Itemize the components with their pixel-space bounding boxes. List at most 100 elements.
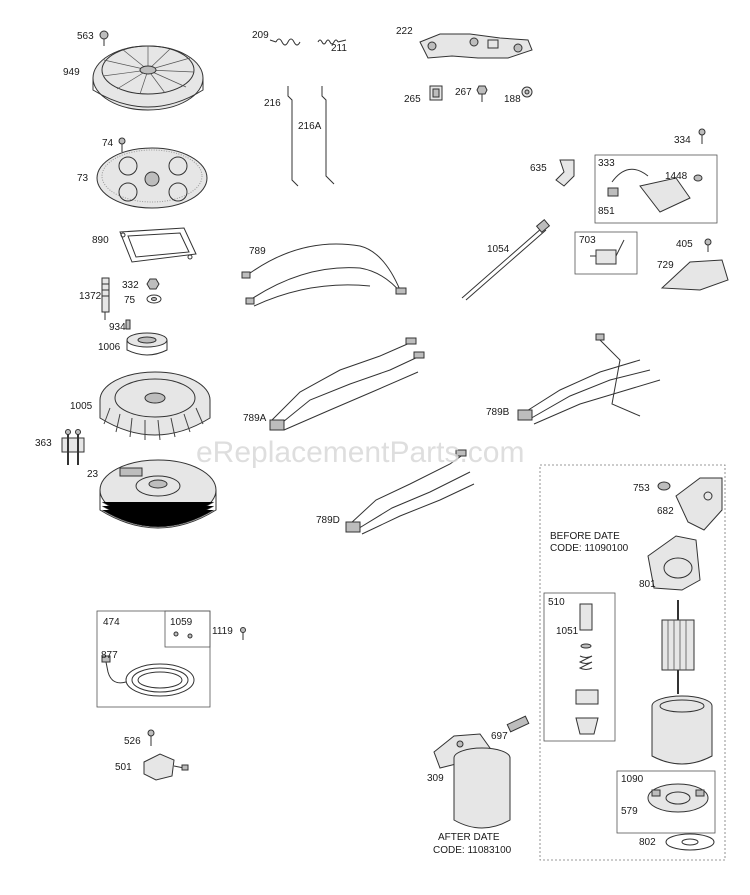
harness-789A-part bbox=[269, 337, 425, 431]
label-1054: 1054 bbox=[487, 244, 510, 255]
shield-729-part bbox=[660, 259, 729, 291]
drive-1051-part bbox=[575, 603, 599, 735]
label-1051: 1051 bbox=[556, 626, 579, 637]
label-877: 877 bbox=[101, 650, 118, 661]
label-309: 309 bbox=[427, 773, 444, 784]
nut-1448-part bbox=[693, 174, 703, 182]
label-802: 802 bbox=[639, 837, 656, 848]
endcap-801-part bbox=[647, 535, 701, 591]
harness-789D-part bbox=[345, 449, 475, 535]
alternator-877-part bbox=[101, 655, 195, 697]
label-74: 74 bbox=[102, 138, 114, 149]
label-267: 267 bbox=[455, 87, 472, 98]
label-697: 697 bbox=[491, 731, 508, 742]
label-334: 334 bbox=[674, 135, 691, 146]
armature-part bbox=[661, 600, 695, 694]
label-405: 405 bbox=[676, 239, 693, 250]
label-635: 635 bbox=[530, 163, 547, 174]
before-date-line1: BEFORE DATE bbox=[550, 531, 620, 542]
label-75: 75 bbox=[124, 295, 136, 306]
nut-188-part bbox=[521, 86, 533, 98]
kit-box-474 bbox=[96, 610, 211, 708]
label-703: 703 bbox=[579, 235, 596, 246]
flywheel-23-part bbox=[99, 459, 217, 529]
fan-1005-part bbox=[99, 371, 211, 441]
label-526: 526 bbox=[124, 736, 141, 747]
screw-697-part bbox=[506, 715, 530, 733]
label-563: 563 bbox=[77, 31, 94, 42]
clip-265-part bbox=[429, 85, 443, 101]
starter-group-box bbox=[539, 464, 726, 861]
label-216A: 216A bbox=[298, 121, 322, 132]
label-73: 73 bbox=[77, 173, 89, 184]
label-1006: 1006 bbox=[98, 342, 121, 353]
label-1372: 1372 bbox=[79, 291, 102, 302]
screw-74-part bbox=[118, 137, 126, 152]
gasket-part bbox=[119, 227, 197, 263]
pin-1372-part bbox=[101, 277, 110, 320]
key-934-part bbox=[125, 319, 131, 330]
label-789: 789 bbox=[249, 246, 266, 257]
brushplate-579-part bbox=[647, 783, 709, 813]
label-1005: 1005 bbox=[70, 401, 93, 412]
label-474: 474 bbox=[103, 617, 120, 628]
bracket-363-part bbox=[61, 429, 85, 465]
harness-789B-part bbox=[517, 333, 661, 425]
spring-211-part bbox=[317, 39, 347, 45]
label-216: 216 bbox=[264, 98, 281, 109]
label-1059: 1059 bbox=[170, 617, 193, 628]
label-211: 211 bbox=[331, 43, 347, 54]
cup-1006-part bbox=[126, 332, 168, 356]
bracket-222-part bbox=[419, 33, 533, 59]
housing-part bbox=[651, 695, 713, 765]
spring-209-part bbox=[269, 38, 301, 46]
label-222: 222 bbox=[396, 26, 413, 37]
label-851: 851 bbox=[598, 206, 615, 217]
label-579: 579 bbox=[621, 806, 638, 817]
screw-563-part bbox=[99, 30, 109, 46]
kit-box-703 bbox=[574, 231, 638, 275]
rod-216-part bbox=[287, 86, 299, 187]
screws-1059-part bbox=[173, 631, 193, 639]
screw-334-part bbox=[698, 128, 706, 144]
kit-box-1090 bbox=[616, 770, 716, 834]
label-682: 682 bbox=[657, 506, 674, 517]
label-1448: 1448 bbox=[665, 171, 688, 182]
label-729: 729 bbox=[657, 260, 674, 271]
label-801: 801 bbox=[639, 579, 656, 590]
watermark: eReplacementParts.com bbox=[196, 436, 524, 469]
bracket-682-part bbox=[675, 477, 723, 531]
label-934: 934 bbox=[109, 322, 126, 333]
label-789B: 789B bbox=[486, 407, 510, 418]
starter-309-part bbox=[433, 733, 511, 829]
label-949: 949 bbox=[63, 67, 80, 78]
wire-1054-part bbox=[461, 219, 551, 301]
module-501-part bbox=[143, 753, 189, 781]
washer-802-part bbox=[665, 833, 715, 851]
kit-box-1059 bbox=[164, 610, 211, 648]
rod-216A-part bbox=[321, 86, 335, 185]
label-265: 265 bbox=[404, 94, 421, 105]
harness-789-part bbox=[241, 243, 407, 307]
label-789A: 789A bbox=[243, 413, 267, 424]
label-333: 333 bbox=[598, 158, 615, 169]
label-753: 753 bbox=[633, 483, 650, 494]
after-date-line1: AFTER DATE bbox=[438, 832, 500, 843]
label-501: 501 bbox=[115, 762, 132, 773]
kit-box-333 bbox=[594, 154, 718, 224]
nut-753-part bbox=[657, 481, 671, 491]
label-510: 510 bbox=[548, 597, 565, 608]
label-789D: 789D bbox=[316, 515, 340, 526]
label-188: 188 bbox=[504, 94, 521, 105]
label-23: 23 bbox=[87, 469, 99, 480]
screw-405-part bbox=[704, 238, 712, 252]
washer-75-part bbox=[146, 294, 162, 304]
nut-332-part bbox=[146, 278, 160, 290]
screw-526-part bbox=[147, 729, 155, 746]
blower-housing-part bbox=[92, 45, 204, 111]
screw-1119-part bbox=[240, 627, 246, 640]
rectifier-703-part bbox=[590, 239, 625, 265]
grass-screen-part bbox=[96, 147, 208, 209]
